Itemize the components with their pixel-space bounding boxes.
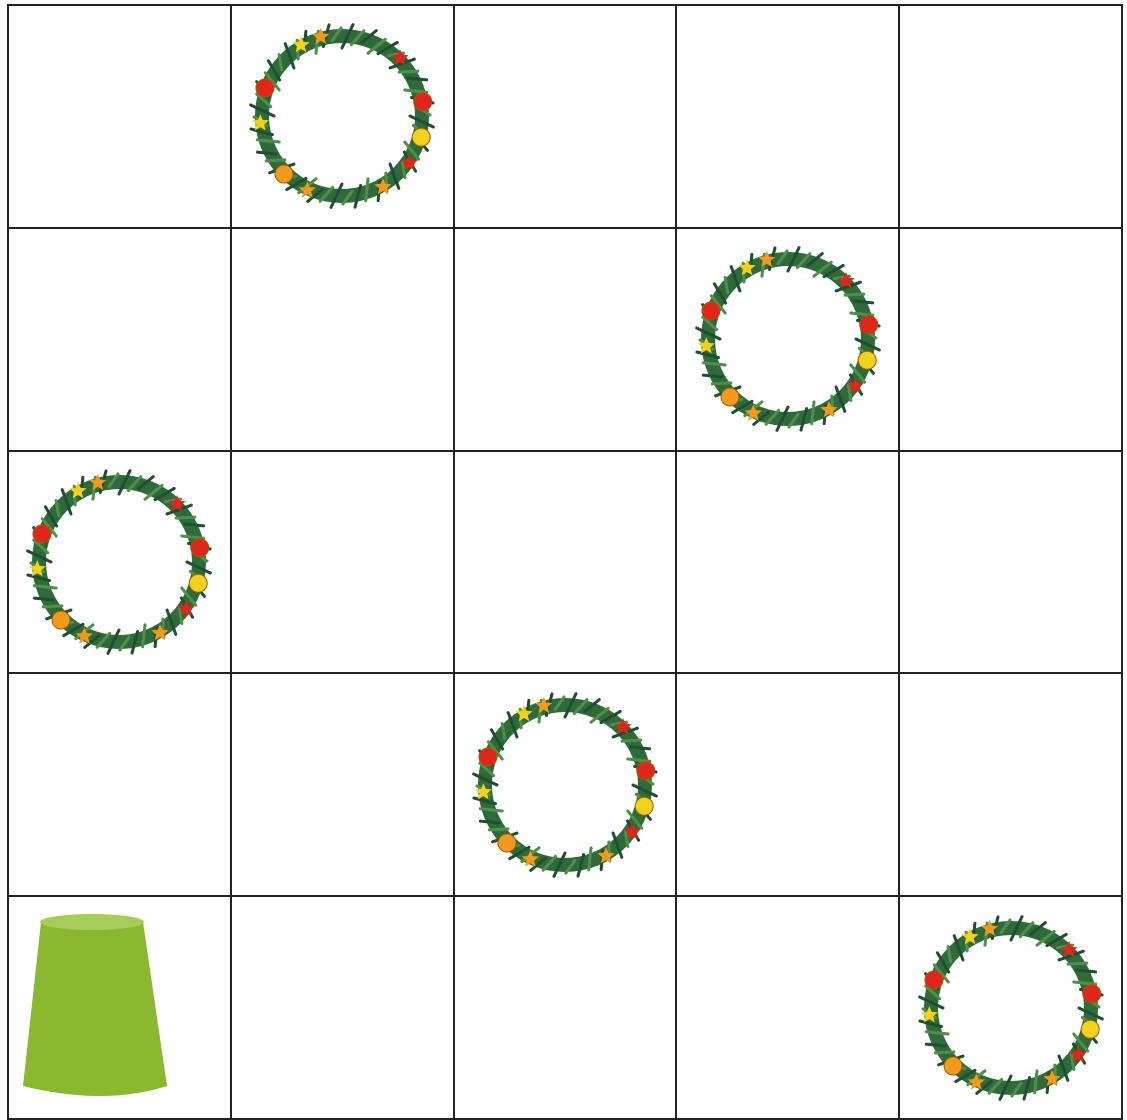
board-cell-r2-c1[interactable] <box>9 229 232 452</box>
board-cell-r4-c3[interactable] <box>455 674 678 897</box>
board-cell-r1-c1[interactable] <box>9 6 232 229</box>
board-cell-r1-c5[interactable] <box>900 6 1123 229</box>
christmas-wreath-icon <box>911 908 1111 1108</box>
board-cell-r4-c5[interactable] <box>900 674 1123 897</box>
green-cup-icon[interactable] <box>19 908 219 1108</box>
christmas-wreath-icon <box>688 239 888 439</box>
board-cell-r3-c3[interactable] <box>455 452 678 675</box>
game-board <box>7 4 1123 1120</box>
board-cell-r3-c1[interactable] <box>9 452 232 675</box>
board-cell-r5-c1[interactable] <box>9 897 232 1120</box>
board-cell-r2-c4[interactable] <box>677 229 900 452</box>
board-cell-r2-c2[interactable] <box>232 229 455 452</box>
board-cell-r1-c3[interactable] <box>455 6 678 229</box>
board-cell-r3-c2[interactable] <box>232 452 455 675</box>
board-cell-r5-c4[interactable] <box>677 897 900 1120</box>
board-cell-r2-c3[interactable] <box>455 229 678 452</box>
board-cell-r1-c4[interactable] <box>677 6 900 229</box>
board-cell-r4-c4[interactable] <box>677 674 900 897</box>
christmas-wreath-icon <box>242 16 442 216</box>
board-cell-r4-c1[interactable] <box>9 674 232 897</box>
christmas-wreath-icon <box>19 462 219 662</box>
board-cell-r4-c2[interactable] <box>232 674 455 897</box>
board-cell-r3-c5[interactable] <box>900 452 1123 675</box>
board-cell-r1-c2[interactable] <box>232 6 455 229</box>
board-cell-r5-c5[interactable] <box>900 897 1123 1120</box>
board-cell-r3-c4[interactable] <box>677 452 900 675</box>
board-cell-r2-c5[interactable] <box>900 229 1123 452</box>
board-cell-r5-c2[interactable] <box>232 897 455 1120</box>
board-cell-r5-c3[interactable] <box>455 897 678 1120</box>
christmas-wreath-icon <box>465 685 665 885</box>
